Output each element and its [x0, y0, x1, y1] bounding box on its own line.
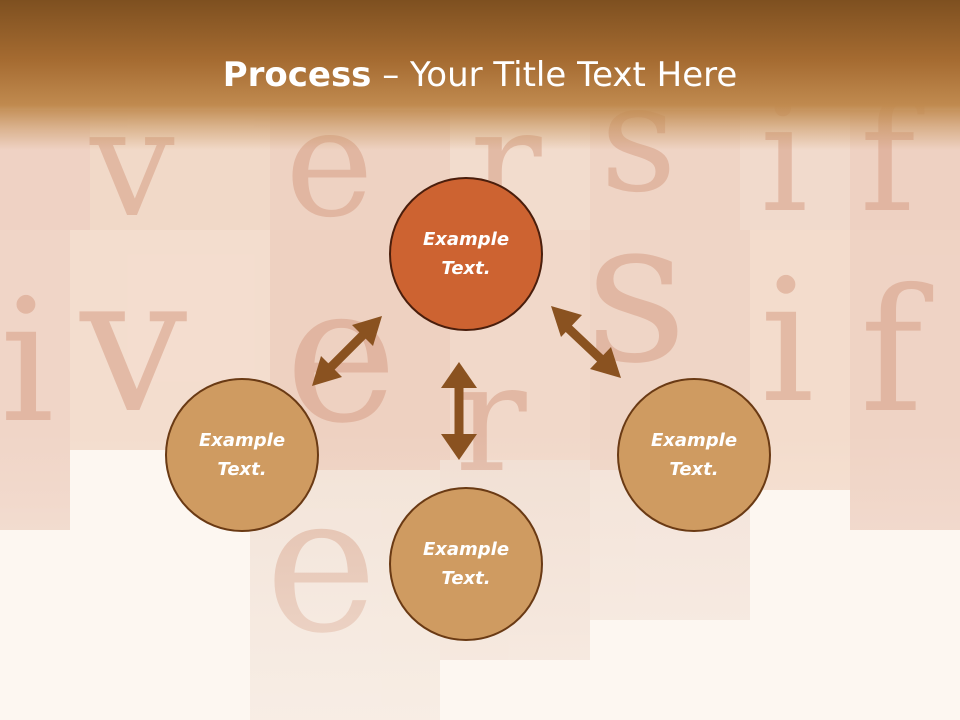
arrowhead: [441, 362, 477, 388]
arrow-top-left[interactable]: [324, 326, 372, 374]
title-bar: [0, 0, 960, 150]
arrowhead: [590, 347, 621, 378]
slide-title[interactable]: Process – Your Title Text Here: [0, 52, 960, 98]
process-node-top[interactable]: Example Text.: [389, 177, 543, 331]
process-node-right[interactable]: Example Text.: [617, 378, 771, 532]
arrowhead: [551, 306, 582, 337]
process-node-left[interactable]: Example Text.: [165, 378, 319, 532]
arrowhead: [352, 316, 382, 346]
title-bold: Process: [222, 55, 372, 95]
process-node-bottom[interactable]: Example Text.: [389, 487, 543, 641]
title-rest: – Your Title Text Here: [371, 55, 738, 95]
node-label: Example Text.: [650, 430, 738, 480]
node-label: Example Text.: [422, 539, 510, 589]
node-label: Example Text.: [198, 430, 286, 480]
node-label: Example Text.: [422, 229, 510, 279]
arrowhead: [441, 434, 477, 460]
arrow-top-right[interactable]: [564, 324, 608, 366]
arrowhead: [312, 356, 342, 386]
